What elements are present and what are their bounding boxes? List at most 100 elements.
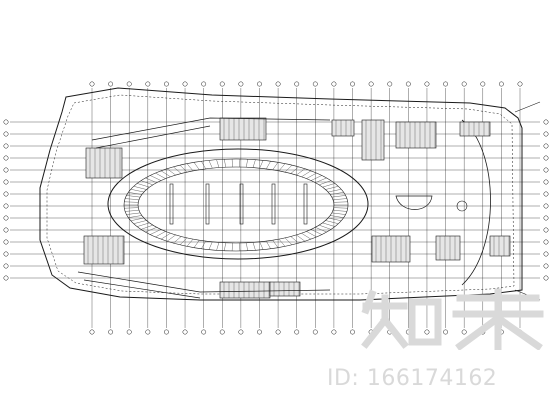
east-facade-curve — [461, 119, 491, 286]
arena-seating-ring — [123, 158, 349, 252]
arena-bar — [303, 183, 308, 225]
seating-row — [145, 177, 157, 183]
grid-row-bubble — [3, 215, 9, 221]
seating-row — [328, 189, 342, 193]
seating-row — [137, 222, 150, 227]
grid-row-bubble — [3, 203, 9, 209]
watermark-logo — [361, 288, 544, 350]
grid-column-bubble — [182, 81, 188, 87]
arena-bar — [169, 183, 174, 225]
seating-row — [150, 229, 162, 235]
grid-column-bubble — [108, 329, 114, 335]
seating-row — [133, 186, 147, 190]
grid-row-bubble — [543, 239, 549, 245]
seating-row — [208, 241, 213, 250]
seating-row — [246, 159, 248, 168]
arena-seating-hatch — [124, 159, 348, 251]
grid-row-bubble — [3, 155, 9, 161]
seating-row — [150, 175, 162, 181]
seating-row — [145, 227, 157, 233]
seating-row — [310, 175, 322, 181]
seating-row — [259, 241, 264, 250]
seating-row — [330, 192, 344, 195]
seating-row — [216, 242, 220, 251]
grid-column-bubble — [424, 329, 430, 335]
core-block — [331, 119, 355, 137]
grid-column-bubble — [182, 329, 188, 335]
core-block — [219, 281, 271, 299]
seating-row — [301, 233, 312, 240]
seating-row — [224, 242, 226, 251]
grid-row-bubble — [543, 203, 549, 209]
grid-column-bubble — [275, 329, 281, 335]
grid-row-bubble — [543, 179, 549, 185]
seating-row — [126, 195, 141, 198]
grid-row-bubble — [543, 131, 549, 137]
seating-row — [272, 162, 279, 170]
grid-column-bubble — [145, 329, 151, 335]
grid-row-bubble — [3, 263, 9, 269]
seating-row — [128, 215, 142, 218]
seating-row — [266, 241, 271, 249]
grid-column-bubble — [368, 81, 374, 87]
seating-row — [128, 192, 142, 195]
grid-row-bubble — [3, 251, 9, 257]
grid-column-bubble — [145, 81, 151, 87]
east-ramp — [514, 101, 541, 301]
seating-row — [284, 237, 293, 245]
seating-row — [124, 201, 139, 203]
core-block — [395, 121, 437, 149]
grid-column-bubble — [424, 81, 430, 87]
seating-row — [252, 242, 256, 251]
core-block — [435, 235, 461, 261]
seating-row — [296, 168, 306, 176]
seating-row — [333, 198, 347, 200]
seating-row — [296, 234, 306, 242]
seating-row — [278, 239, 286, 247]
seating-row — [278, 163, 286, 171]
seating-row — [301, 170, 312, 177]
seating-row — [322, 183, 335, 188]
seating-row — [216, 159, 220, 168]
seating-row — [252, 159, 256, 168]
seating-row — [208, 160, 213, 169]
grid-row-bubble — [3, 275, 9, 281]
seating-row — [186, 163, 194, 171]
seating-row — [130, 189, 144, 193]
grid-column-bubble — [219, 329, 225, 335]
seating-row — [331, 212, 346, 215]
grid-row-bubble — [543, 167, 549, 173]
seating-row — [246, 242, 248, 251]
seating-row — [315, 177, 327, 183]
grid-row-bubble — [3, 143, 9, 149]
seating-row — [140, 180, 153, 186]
arena-outer-ring — [107, 148, 369, 260]
grid-column-bubble — [257, 81, 262, 87]
arena-court-bars — [169, 183, 308, 225]
grid-row-bubble — [3, 167, 9, 173]
arena-bar — [205, 183, 210, 225]
grid-row-bubble — [3, 179, 9, 185]
seating-row — [328, 217, 342, 221]
building-inner-outline — [46, 94, 515, 295]
seating-row — [166, 168, 176, 176]
grid-column-bubble — [443, 329, 449, 335]
grid-column-bubble — [387, 81, 393, 87]
grid-column-bubble — [294, 329, 300, 335]
grid-column-bubble — [480, 81, 486, 87]
grid-column-bubble — [312, 81, 318, 87]
seating-row — [322, 222, 335, 227]
axis-bubbles — [3, 81, 549, 335]
seating-row — [125, 198, 139, 200]
seating-row — [290, 236, 299, 244]
grid-column-bubble — [219, 81, 225, 87]
grid-row-bubble — [543, 263, 549, 269]
lobby-curve — [395, 195, 433, 210]
seating-row — [124, 207, 139, 209]
grid-column-bubble — [126, 329, 132, 335]
seating-row — [179, 237, 188, 245]
building-outline — [39, 87, 523, 301]
grid-column-bubble — [350, 81, 355, 87]
seating-row — [266, 161, 271, 169]
